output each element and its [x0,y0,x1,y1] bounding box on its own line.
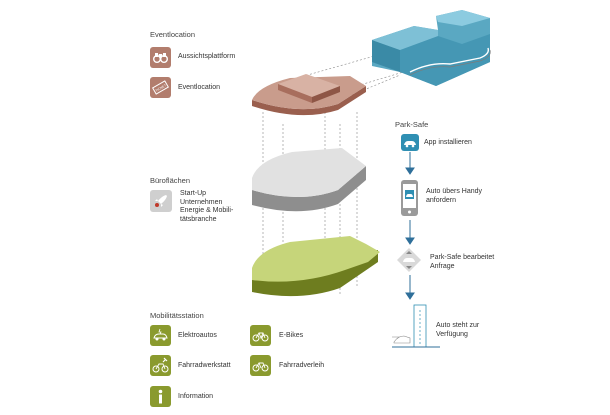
phone-car-icon [401,180,418,216]
car-updown-icon [397,248,421,272]
parksafe-building [372,10,491,86]
binoculars-icon [150,47,171,68]
info-icon [150,386,171,407]
office-layer [252,148,366,212]
mobility-item-label: E-Bikes [279,332,304,339]
mobility-item-label: Information [178,393,214,400]
mobility-item-label: Fahrradwerkstatt [178,362,231,369]
bike-rental-icon [250,355,271,376]
mobility-item-label: Fahrradverleih [279,362,325,369]
mobilitaetsstation-heading: Mobilitätsstation [150,311,204,320]
rocket-icon [150,190,172,212]
parksafe-heading: Park-Safe [395,120,429,129]
bueroflaechen-heading: Büroflächen [150,176,191,185]
mobility-item-label: Elektroautos [178,332,217,339]
eventlocation-heading: Eventlocation [150,30,196,39]
parksafe-flow-arrows [405,152,415,300]
garage-tower [392,304,440,348]
electric-car-icon [150,325,171,346]
event-layer [252,74,366,116]
bueroflaechen-item-label: Start-Up Unternehmen Energie & Mobili- t… [180,190,234,223]
eventlocation-item-label: Aussichtsplattform [178,53,236,60]
ticket-badge-text: TICKET [155,83,167,92]
parksafe-step-label: App installieren [424,139,472,146]
parksafe-step-label: Park-Safe bearbeitet Anfrage [430,254,495,270]
car-app-icon [401,134,419,151]
eventlocation-item-label: Eventlocation [178,84,221,91]
ticket-icon: TICKET [150,77,171,98]
e-bike-icon [250,325,271,346]
parksafe-step-label: Auto übers Handy anfordern [426,188,483,204]
parksafe-step-label: Auto steht zur Verfügung [436,322,480,338]
bike-repair-icon [150,355,171,376]
mobility-layer [252,236,380,297]
